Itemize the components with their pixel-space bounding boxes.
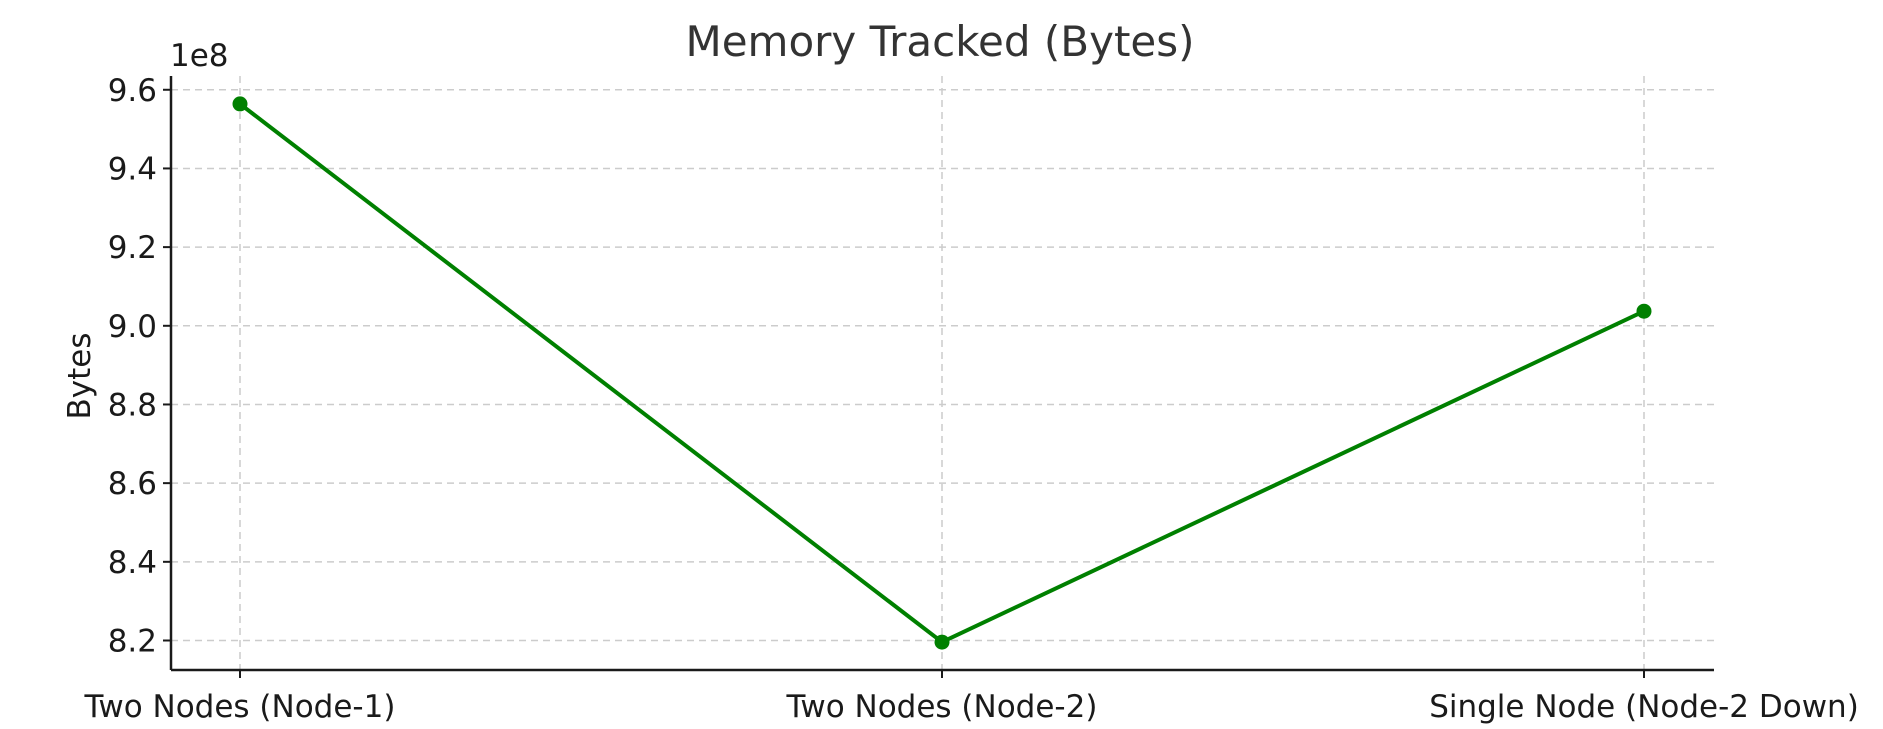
y-tick-label: 9.0 bbox=[108, 309, 157, 345]
y-axis-label: Bytes bbox=[62, 333, 98, 420]
series-layer bbox=[232, 96, 1652, 650]
y-tick-label: 9.4 bbox=[108, 151, 157, 187]
grid-layer bbox=[171, 76, 1714, 670]
x-tick-label: Two Nodes (Node-1) bbox=[84, 689, 396, 725]
chart-title: Memory Tracked (Bytes) bbox=[685, 17, 1194, 66]
y-axis-offset-label: 1e8 bbox=[170, 38, 229, 74]
y-tick-label: 8.2 bbox=[108, 623, 157, 659]
y-tick-label: 9.2 bbox=[108, 230, 157, 266]
y-tick-label: 9.6 bbox=[108, 73, 157, 109]
x-tick-label: Two Nodes (Node-2) bbox=[786, 689, 1098, 725]
y-tick-label: 8.8 bbox=[108, 387, 157, 423]
data-point bbox=[232, 96, 248, 112]
data-point bbox=[934, 634, 950, 650]
data-point bbox=[1636, 303, 1652, 319]
y-tick-label: 8.6 bbox=[108, 466, 157, 502]
x-tick-label: Single Node (Node-2 Down) bbox=[1429, 689, 1859, 725]
y-tick-label: 8.4 bbox=[108, 545, 157, 581]
